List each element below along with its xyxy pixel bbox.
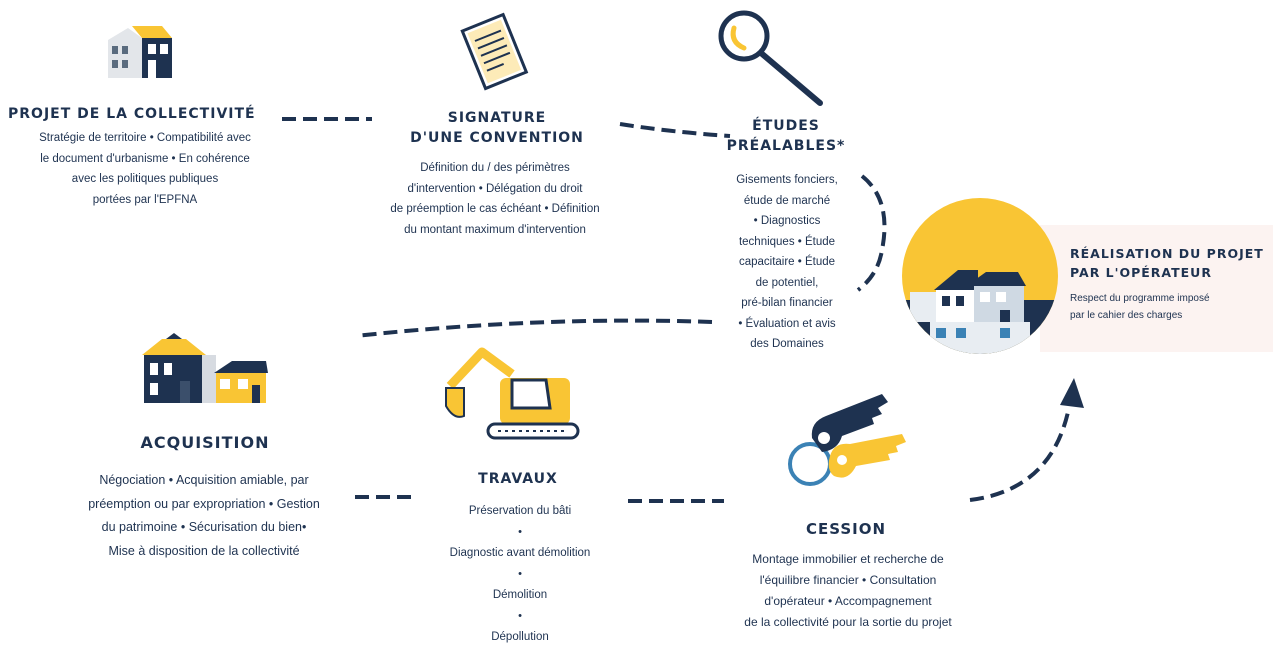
acquisition-description: Négociation • Acquisition amiable, par p… [54, 469, 354, 563]
cession-title: CESSION [805, 520, 887, 538]
travaux-description: Préservation du bâti • Diagnostic avant … [410, 501, 630, 648]
realisation-line: Respect du programme imposé [1070, 293, 1210, 304]
signature-description: Définition du / des périmètres d'interve… [360, 158, 630, 240]
signature-line: d'intervention • Délégation du droit [407, 182, 583, 195]
cession-line: l'équilibre financier • Consultation [759, 573, 937, 587]
travaux-separator: • [518, 568, 522, 580]
realisation-title-line: PAR L'OPÉRATEUR [1070, 265, 1212, 280]
signature-title: SIGNATURE D'UNE CONVENTION [392, 108, 602, 148]
etudes-line: de potentiel, [755, 276, 819, 289]
projet-line: portées par l'EPFNA [92, 193, 198, 206]
signature-title-line: D'UNE CONVENTION [410, 130, 584, 146]
realisation-description: Respect du programme imposé par le cahie… [1070, 290, 1270, 324]
signature-line: Définition du / des périmètres [420, 162, 570, 174]
etudes-line: étude de marché [743, 194, 831, 207]
projet-line: le document d'urbanisme • En cohérence [40, 152, 250, 165]
keys-icon [782, 386, 922, 500]
etudes-title-line: ÉTUDES [752, 118, 820, 134]
etudes-line: • Diagnostics [753, 215, 821, 227]
cession-description: Montage immobilier et recherche de l'équ… [710, 549, 986, 633]
projet-description: Stratégie de territoire • Compatibilité … [4, 128, 286, 210]
acquisition-line: préemption ou par expropriation • Gestio… [88, 496, 320, 511]
etudes-line: des Domaines [750, 338, 824, 350]
projet-line: avec les politiques publiques [71, 173, 219, 185]
etudes-title-line: PRÉALABLES* [726, 138, 846, 154]
connector-etudes-acquisition [355, 318, 713, 338]
excavator-icon [442, 346, 582, 446]
projet-line: Stratégie de territoire • Compatibilité … [39, 132, 251, 144]
travaux-item: Démolition [492, 589, 548, 601]
etudes-line: • Évaluation et avis [738, 317, 836, 330]
acquisition-title: ACQUISITION [140, 433, 270, 452]
etudes-line: techniques • Étude [738, 235, 836, 248]
travaux-item: Préservation du bâti [468, 505, 572, 517]
houses-icon [140, 333, 270, 409]
connector-cession-realisation [969, 411, 1070, 502]
arrowhead [1060, 378, 1084, 408]
document-icon [455, 12, 537, 98]
travaux-title: TRAVAUX [478, 471, 558, 487]
travaux-item: Diagnostic avant démolition [449, 547, 591, 559]
projet-title: PROJET DE LA COLLECTIVITÉ [8, 106, 256, 122]
cession-line: de la collectivité pour la sortie du pro… [744, 615, 952, 629]
signature-line: du montant maximum d'intervention [404, 223, 586, 236]
acquisition-line: du patrimoine • Sécurisation du bien• [101, 520, 307, 534]
signature-title-line: SIGNATURE [447, 110, 547, 126]
travaux-item: Dépollution [491, 631, 549, 643]
etudes-line: capacitaire • Étude [738, 256, 836, 268]
etudes-line: Gisements fonciers, [736, 174, 838, 186]
connector-signature-etudes [619, 122, 731, 138]
building-icon [102, 24, 174, 86]
project-circle-icon [900, 196, 1060, 360]
acquisition-line: Négociation • Acquisition amiable, par [99, 473, 309, 487]
realisation-line: par le cahier des charges [1070, 310, 1183, 321]
magnifier-icon [716, 8, 828, 112]
travaux-separator: • [518, 610, 522, 622]
travaux-separator: • [518, 526, 522, 538]
realisation-title: RÉALISATION DU PROJET PAR L'OPÉRATEUR [1070, 244, 1275, 282]
realisation-title-line: RÉALISATION DU PROJET [1070, 246, 1264, 261]
etudes-line: pré-bilan financier [741, 297, 833, 309]
etudes-title: ÉTUDES PRÉALABLES* [714, 116, 858, 156]
acquisition-line: Mise à disposition de la collectivité [108, 543, 300, 558]
cession-line: Montage immobilier et recherche de [752, 552, 944, 566]
connector-etudes-realisation [856, 174, 887, 292]
signature-line: de préemption le cas échéant • Définitio… [390, 203, 600, 215]
cession-line: d'opérateur • Accompagnement [764, 594, 932, 608]
realisation-highlight [1040, 225, 1273, 352]
etudes-description: Gisements fonciers, étude de marché • Di… [712, 170, 862, 355]
